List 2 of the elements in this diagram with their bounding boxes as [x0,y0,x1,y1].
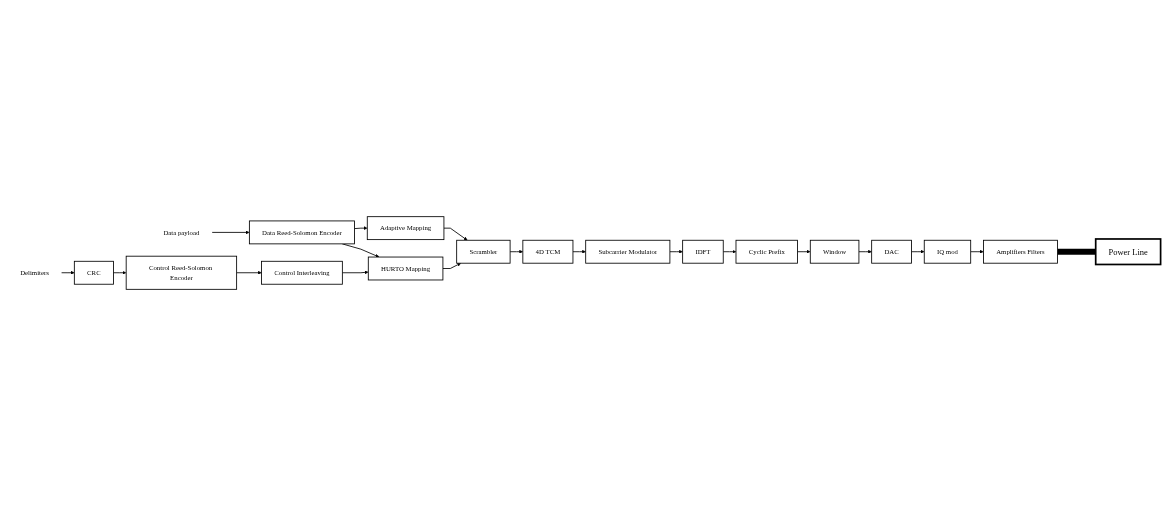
node-box: Power Line [1094,238,1162,266]
connector [1057,248,1096,255]
